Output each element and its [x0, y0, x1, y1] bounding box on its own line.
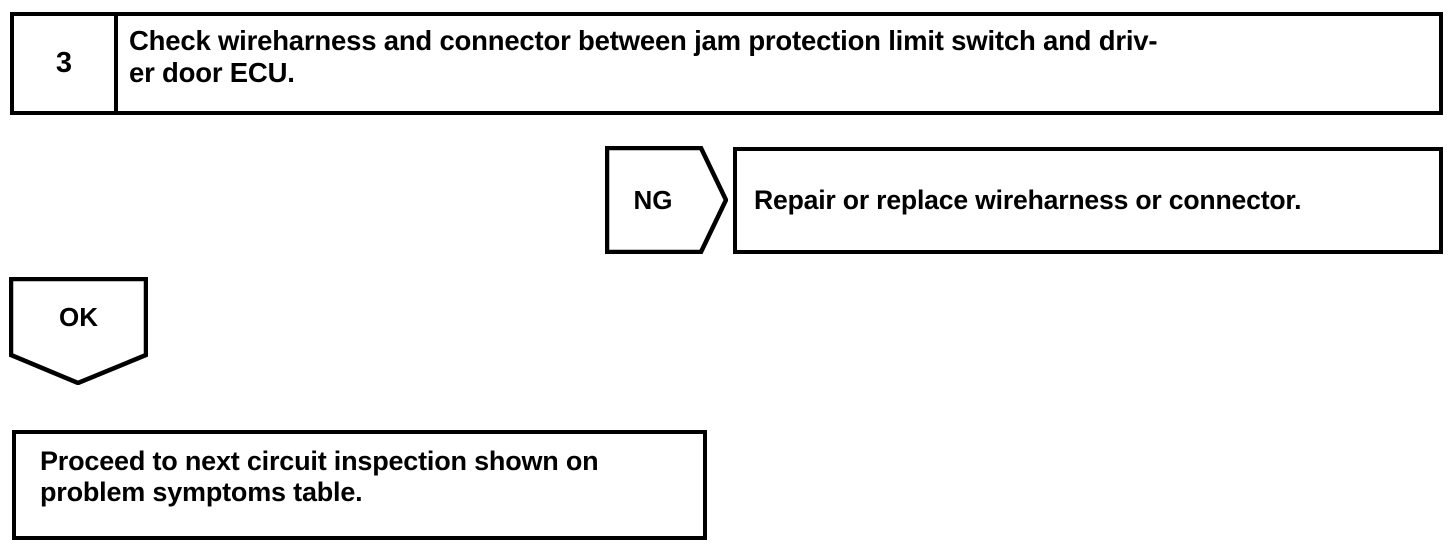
ng-result-box: Repair or replace wireharness or connect… [733, 147, 1443, 254]
step-number: 3 [55, 47, 73, 79]
step-instruction-text: Check wireharness and connector between … [129, 25, 1158, 88]
pentagon-down-icon [9, 277, 148, 385]
ok-branch-marker: OK [9, 277, 148, 385]
pentagon-right-icon [605, 146, 728, 254]
ok-label: OK [59, 301, 98, 332]
ng-result-text: Repair or replace wireharness or connect… [754, 184, 1302, 215]
step-row: 3 Check wireharness and connector betwee… [10, 12, 1443, 115]
step-number-cell: 3 [14, 16, 118, 111]
ng-label: NG [633, 184, 673, 215]
ok-result-text: Proceed to next circuit inspection shown… [40, 446, 599, 508]
step-instruction-cell: Check wireharness and connector between … [118, 16, 1439, 111]
ng-branch-marker: NG [605, 146, 728, 254]
ok-result-box: Proceed to next circuit inspection shown… [12, 430, 707, 540]
